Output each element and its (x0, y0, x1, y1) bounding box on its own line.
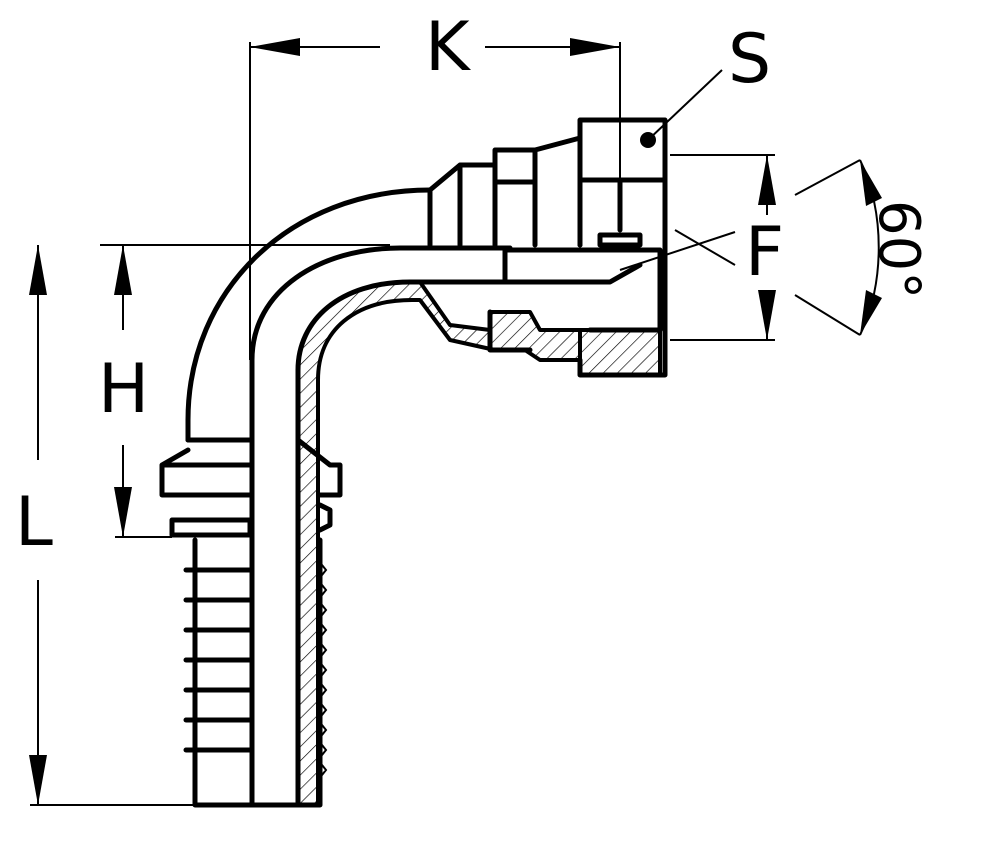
dimension-label-k: K (425, 8, 472, 87)
sleeve (427, 135, 583, 248)
dimension-label-s: S (728, 20, 771, 99)
nut-hatch (578, 328, 662, 377)
tail-outer-line (192, 537, 323, 808)
dimension-s: S (647, 20, 771, 141)
dimension-label-l: L (15, 483, 53, 562)
k-arrow-right (570, 38, 620, 56)
dimension-f: F (670, 154, 784, 341)
h-arrow-bottom (114, 487, 132, 537)
f-arrow-top (758, 155, 776, 205)
seat-section (487, 247, 663, 353)
k-arrow-left (250, 38, 300, 56)
dimension-k: K (249, 8, 621, 360)
body-section-hatch (296, 280, 582, 807)
l-arrow-bottom (29, 755, 47, 805)
collar (159, 437, 343, 538)
dimension-h: H (98, 244, 390, 538)
angle-label: 60° (866, 200, 931, 299)
fitting-body (159, 117, 668, 808)
dimension-label-f: F (745, 213, 784, 292)
f-arrow-bottom (758, 290, 776, 340)
dimension-label-h: H (98, 350, 149, 429)
nut (577, 117, 668, 378)
bore-wall-inner (295, 279, 508, 808)
h-arrow-top (114, 245, 132, 295)
angle-arrow-bottom (860, 290, 882, 335)
cone-angle: 60° (619, 159, 931, 336)
tail-ribs (183, 559, 328, 781)
l-arrow-top (29, 245, 47, 295)
dimension-l: L (15, 245, 195, 806)
angle-arrow-top (860, 160, 882, 206)
bore-wall-outer (249, 245, 513, 808)
